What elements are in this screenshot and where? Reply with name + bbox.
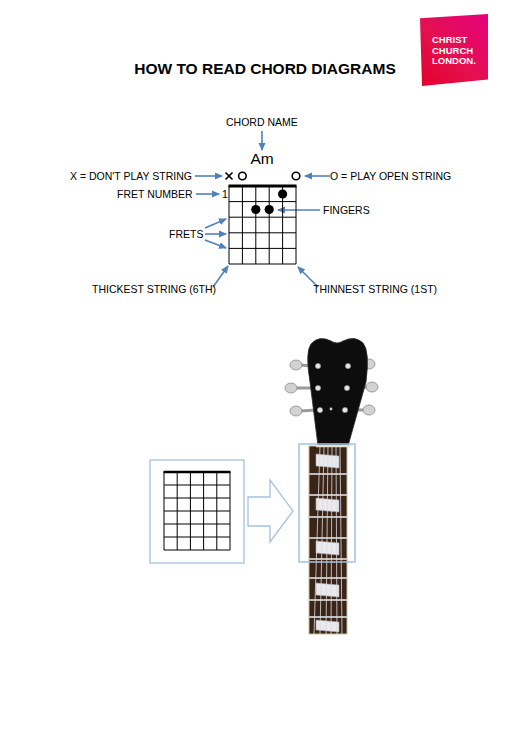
finger-dot <box>251 205 260 214</box>
fret-line <box>164 524 230 525</box>
tuner-knob <box>285 383 297 393</box>
fret-line <box>229 217 296 218</box>
string-post <box>317 407 322 412</box>
leader-arrow <box>205 240 226 248</box>
leader-arrow <box>195 175 222 177</box>
open-circle <box>292 172 300 180</box>
headstock <box>308 338 368 446</box>
annotation: X = DON'T PLAY STRING <box>70 171 192 183</box>
leader-arrow <box>305 175 330 177</box>
mute-cross <box>226 173 233 180</box>
string-line <box>296 186 297 264</box>
headstock-dot <box>330 408 333 411</box>
string-markers <box>226 172 300 180</box>
fret-line <box>164 537 230 538</box>
block-arrow <box>248 480 293 542</box>
annotation: O = PLAY OPEN STRING <box>330 171 451 183</box>
chord-grid <box>229 186 297 264</box>
leader-arrow <box>278 209 320 211</box>
inset-frame <box>150 460 244 563</box>
string-post <box>345 363 350 368</box>
string-post <box>344 385 349 390</box>
leader-arrow <box>261 131 263 150</box>
fret <box>309 516 347 518</box>
annotation: THICKEST STRING (6TH) <box>92 284 216 296</box>
tuner-knob <box>290 360 302 370</box>
nut-line <box>229 185 297 188</box>
string-line <box>229 186 230 264</box>
fret-line <box>229 264 296 265</box>
strings <box>314 446 342 634</box>
annotation: FRETS <box>169 229 203 241</box>
fret-line <box>229 201 296 202</box>
leader-arrow <box>205 233 226 235</box>
annotation: FRET NUMBER <box>117 189 193 201</box>
nut <box>316 445 350 448</box>
fret-line <box>164 485 230 486</box>
leader-arrow <box>196 193 219 195</box>
fret-line <box>164 498 230 499</box>
fret <box>309 494 347 496</box>
fret-line <box>229 232 296 233</box>
annotation: THINNEST STRING (1ST) <box>313 284 437 296</box>
tuner-knob <box>366 382 378 392</box>
string-line <box>255 186 256 264</box>
nut-line <box>164 471 231 474</box>
inset-grid <box>164 472 231 550</box>
annotation: FINGERS <box>323 205 370 217</box>
string-line <box>242 186 243 264</box>
fret-line <box>229 248 296 249</box>
finger-dot <box>278 189 287 198</box>
string-line <box>269 186 270 264</box>
inlay <box>316 620 339 632</box>
logo-badge: CHRIST CHURCH LONDON. <box>420 14 488 86</box>
fret-line <box>164 550 230 551</box>
inlay <box>316 583 339 597</box>
string <box>331 446 332 634</box>
leader-arrows <box>195 131 330 287</box>
tuner-knob <box>290 406 302 416</box>
inlay <box>316 541 339 555</box>
string <box>336 446 337 634</box>
leader-arrow <box>205 219 226 228</box>
string <box>340 446 342 634</box>
highlight-frame <box>299 444 355 562</box>
string-post <box>315 385 320 390</box>
fret-line <box>164 511 230 512</box>
tuner-knob <box>363 405 375 415</box>
string <box>320 446 324 634</box>
logo-text: CHRIST CHURCH LONDON. <box>432 35 482 67</box>
finger-dot <box>265 205 274 214</box>
string-post <box>315 363 320 368</box>
string-post <box>342 407 347 412</box>
chord-name-caption: CHORD NAME <box>226 117 298 129</box>
string <box>314 446 320 634</box>
string-posts <box>315 363 350 412</box>
guitar-illustration <box>285 338 378 634</box>
open-circle <box>239 172 247 180</box>
string <box>326 446 328 634</box>
chord-name: Am <box>251 150 274 167</box>
fret-number: 1 <box>222 189 228 201</box>
fretboard <box>309 446 347 634</box>
mute-cross <box>226 173 233 180</box>
finger-dots <box>251 189 287 214</box>
